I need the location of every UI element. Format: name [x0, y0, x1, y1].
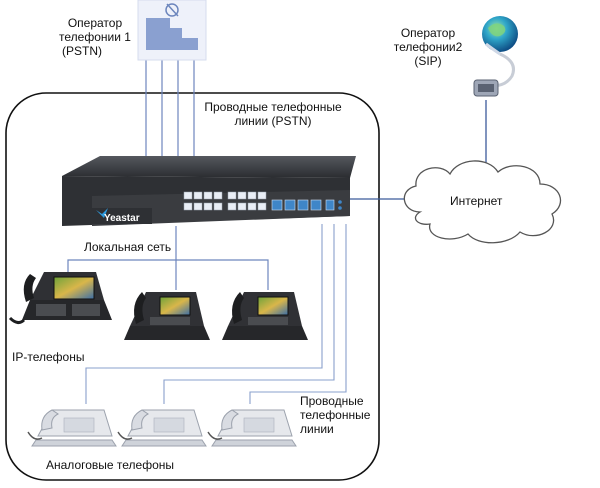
analog-lines	[85, 224, 347, 404]
pstn-lines	[145, 55, 195, 160]
pstn-operator-line-3: (PSTN)	[62, 44, 102, 58]
wired-pstn-lines-label: Проводные телефонные линии (PSTN)	[200, 100, 346, 128]
ip-desk-phone-icon	[222, 292, 308, 340]
ip-desk-phone-icon	[8, 272, 112, 325]
analog-phones-label: Аналоговые телефоны	[46, 458, 175, 472]
wired-lines-line-3: линии	[300, 422, 334, 436]
pstn-operator-line-2: телефонии 1	[59, 30, 131, 44]
ip-pbx-switch-icon	[62, 156, 356, 226]
sip-operator-line-3: (SIP)	[414, 54, 442, 68]
ip-phones-label: IP-телефоны	[12, 350, 85, 364]
wired-pstn-lines-line-1: Проводные телефонные	[204, 100, 342, 114]
wired-lines-label: Проводные телефонные линии	[300, 394, 376, 436]
analog-desk-phone-icon	[27, 409, 117, 447]
wired-pstn-lines-line-2: линии (PSTN)	[234, 114, 312, 128]
sip-operator-line-1: Оператор	[400, 26, 456, 40]
globe-with-cable-icon	[473, 16, 518, 97]
wired-lines-line-2: телефонные	[300, 408, 371, 422]
lan-lines	[67, 226, 269, 290]
ip-desk-phone-icon	[124, 292, 210, 340]
lan-label: Локальная сеть	[84, 240, 172, 254]
sip-operator-line-2: телефонии2	[393, 40, 463, 54]
office-boundary	[5, 92, 380, 481]
brand-label: Yeastar	[104, 213, 140, 224]
yeastar-logo-icon	[96, 208, 108, 218]
wired-lines-line-1: Проводные	[300, 394, 364, 408]
analog-desk-phone-icon	[117, 409, 207, 447]
sip-operator-label: Оператор телефонии2 (SIP)	[390, 26, 466, 68]
office-building-icon	[137, 0, 207, 61]
internet-label: Интернет	[450, 194, 503, 208]
analog-desk-phone-icon	[207, 409, 297, 447]
pstn-operator-label: Оператор телефонии 1 (PSTN)	[52, 16, 138, 58]
cloud-icon	[403, 160, 562, 244]
pstn-operator-line-1: Оператор	[67, 16, 123, 30]
